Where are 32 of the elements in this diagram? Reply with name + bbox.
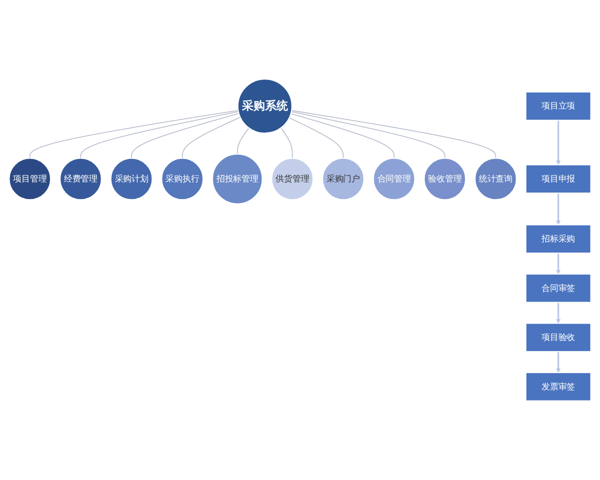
node-box: 招标采购	[525, 224, 592, 254]
node-circle: 项目管理	[8, 158, 52, 200]
node-circle: 招投标管理	[212, 154, 263, 204]
connector	[131, 113, 240, 159]
node-box: 项目申报	[525, 164, 592, 194]
arrow	[556, 302, 561, 324]
node-circle: 经费管理	[60, 158, 102, 200]
connector	[182, 116, 241, 159]
node-circle: 采购计划	[110, 158, 153, 200]
connector	[291, 110, 496, 159]
node-circle: 采购系统	[237, 78, 292, 134]
arrow	[556, 352, 561, 373]
connector	[290, 113, 394, 159]
node-box: 发票审签	[525, 372, 592, 402]
connector	[280, 127, 293, 159]
node-circle: 合同管理	[372, 158, 416, 200]
node-box: 合同审签	[525, 274, 592, 303]
arrow	[556, 193, 561, 226]
node-box: 项目验收	[525, 322, 592, 352]
node-circle: 统计查询	[474, 158, 517, 200]
node-box: 项目立项	[525, 91, 592, 121]
node-circle: 供货管理	[271, 158, 314, 200]
connector	[30, 110, 239, 159]
connector	[290, 111, 446, 159]
arrow	[556, 253, 561, 274]
node-circle: 验收管理	[424, 158, 466, 200]
connector	[237, 127, 250, 154]
connector	[80, 111, 239, 159]
connector	[288, 117, 344, 159]
node-circle: 采购执行	[161, 158, 204, 200]
node-circle: 采购门户	[322, 158, 364, 200]
arrow	[556, 120, 561, 166]
